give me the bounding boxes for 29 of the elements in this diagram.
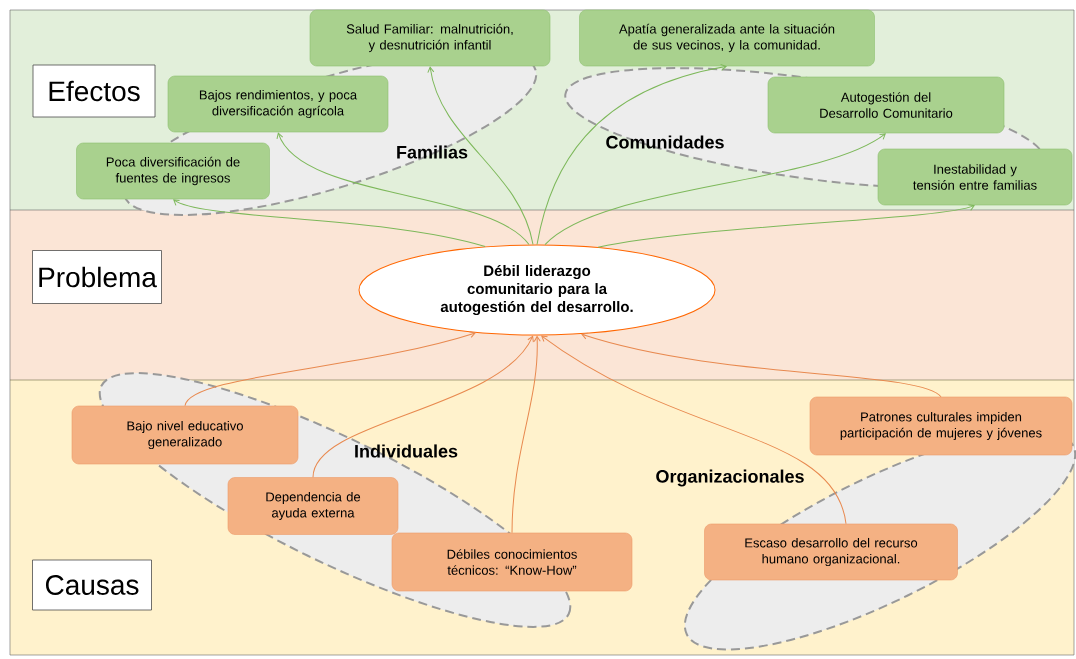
arrow	[312, 335, 534, 478]
cause-box: Patrones culturales impiden participación de mujeres y jóvenes	[809, 396, 1073, 456]
arrow	[581, 332, 942, 398]
arrow	[541, 335, 847, 525]
group-label: Comunidades	[606, 135, 724, 149]
arrow	[276, 132, 530, 246]
label-box: Efectos	[32, 64, 156, 118]
effect-box: Apatía generalizada ante la situación de sus vecinos, y la comunidad.	[579, 9, 875, 67]
arrow	[597, 204, 975, 248]
cause-box: Dependencia de ayuda externa	[227, 477, 399, 535]
effect-box: Autogestión del Desarrollo Comunitario	[767, 76, 1005, 134]
arrow	[511, 335, 541, 534]
arrow	[544, 133, 886, 246]
group-label: Organizacionales	[656, 469, 804, 487]
effect-box: Poca diversificación de fuentes de ingresos	[76, 142, 270, 200]
cause-box: Débiles conocimientos técnicos: “Know-How”	[391, 532, 633, 592]
effect-box: Inestabilidad y tensión entre familias	[877, 148, 1073, 206]
arrow	[427, 66, 534, 245]
label-box: Problema	[32, 250, 162, 304]
effect-box: Bajos rendimientos, y poca diversificación agrícola	[167, 75, 389, 133]
group-label: Familias	[397, 145, 468, 159]
cause-box: Bajo nivel educativo generalizado	[71, 405, 299, 465]
cause-box: Escaso desarrollo del recurso humano organizacional.	[704, 523, 958, 581]
arrow	[184, 331, 476, 407]
arrow	[536, 63, 727, 245]
effect-box: Salud Familiar: malnutrición, y desnutrición infantil	[309, 9, 551, 67]
arrow	[173, 199, 486, 247]
group-label: Individuales	[355, 444, 458, 458]
label-box: Causas	[32, 559, 152, 611]
